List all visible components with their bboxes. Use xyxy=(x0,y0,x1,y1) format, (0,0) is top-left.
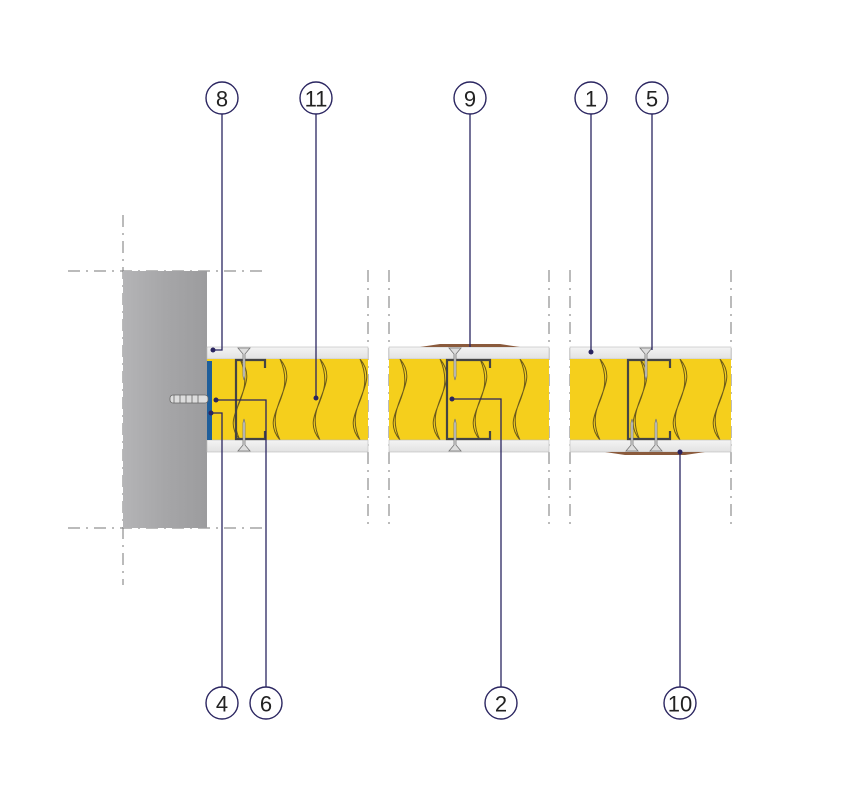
steel-c-profile xyxy=(626,358,672,441)
callout-top: 5 xyxy=(635,81,669,115)
callout-bottom: 6 xyxy=(249,686,283,720)
callout-number: 1 xyxy=(585,87,597,112)
callout-circle xyxy=(574,81,608,115)
callout-number: 10 xyxy=(668,692,692,717)
callout-top: 11 xyxy=(299,81,333,115)
callout-number: 8 xyxy=(216,87,228,112)
gypsum-board-bottom xyxy=(388,439,550,453)
callout-bottom: 4 xyxy=(205,686,239,720)
gypsum-board-bottom xyxy=(206,439,369,453)
wall-anchor-icon xyxy=(169,394,209,404)
mineral-wool-insulation xyxy=(570,359,731,440)
drywall-screw-icon xyxy=(649,418,663,452)
callout-bottom: 10 xyxy=(663,686,697,720)
anchor-strip xyxy=(207,361,212,440)
callout-top: 9 xyxy=(453,81,487,115)
callout-number: 6 xyxy=(260,692,272,717)
callout-circle xyxy=(484,686,518,720)
callout-top: 1 xyxy=(574,81,608,115)
steel-c-profile xyxy=(445,358,492,441)
drywall-screw-icon xyxy=(639,347,653,381)
gypsum-board-top xyxy=(388,346,550,360)
callout-number: 5 xyxy=(646,87,658,112)
callout-circle xyxy=(249,686,283,720)
callout-top: 8 xyxy=(205,81,239,115)
wall-panel-segment xyxy=(569,346,732,453)
drywall-screw-icon xyxy=(448,418,462,452)
callout-circle xyxy=(299,81,333,115)
callout-circle xyxy=(205,686,239,720)
callout-circle xyxy=(453,81,487,115)
callout-number: 2 xyxy=(495,692,507,717)
callout-circle xyxy=(663,686,697,720)
callout-circle xyxy=(205,81,239,115)
callout-number: 11 xyxy=(305,87,328,112)
callout-bottom: 2 xyxy=(484,686,518,720)
leader-dots xyxy=(208,347,683,455)
callout-number: 4 xyxy=(216,692,228,717)
drywall-screw-icon xyxy=(237,418,251,452)
leader-lines xyxy=(211,114,681,687)
callout-number: 9 xyxy=(464,87,476,112)
drywall-screw-icon xyxy=(237,347,251,381)
callout-circle xyxy=(635,81,669,115)
drywall-screw-icon xyxy=(448,347,462,381)
gypsum-board-top xyxy=(206,346,369,360)
drywall-screw-icon xyxy=(625,418,639,452)
